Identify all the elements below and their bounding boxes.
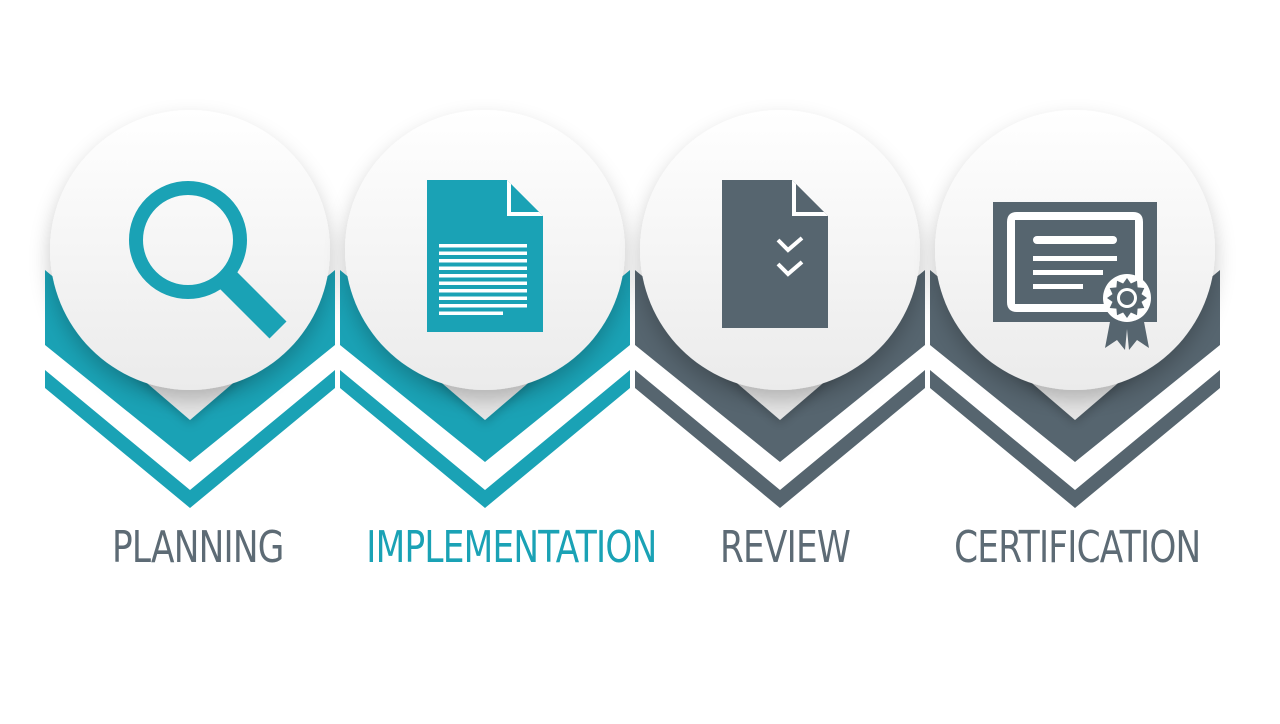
document-icon [427, 180, 543, 332]
checklist-document-icon [722, 180, 828, 328]
step-label-certification: CERTIFICATION [954, 522, 1201, 573]
step-label-review: REVIEW [719, 522, 851, 573]
step-circle-planning [50, 110, 330, 420]
step-label-planning: PLANNING [112, 522, 284, 573]
magnifying-glass-icon [129, 181, 287, 339]
step-circle-certification [935, 110, 1215, 420]
step-circle-review [640, 110, 920, 420]
chevron-band-certification [930, 270, 1220, 508]
chevron-band-implementation [340, 270, 630, 508]
certificate-icon [993, 202, 1157, 350]
chevron-band-review [635, 270, 925, 508]
step-label-implementation: IMPLEMENTATION [366, 522, 657, 573]
step-circle-implementation [345, 110, 625, 420]
chevron-band-planning [45, 270, 335, 508]
